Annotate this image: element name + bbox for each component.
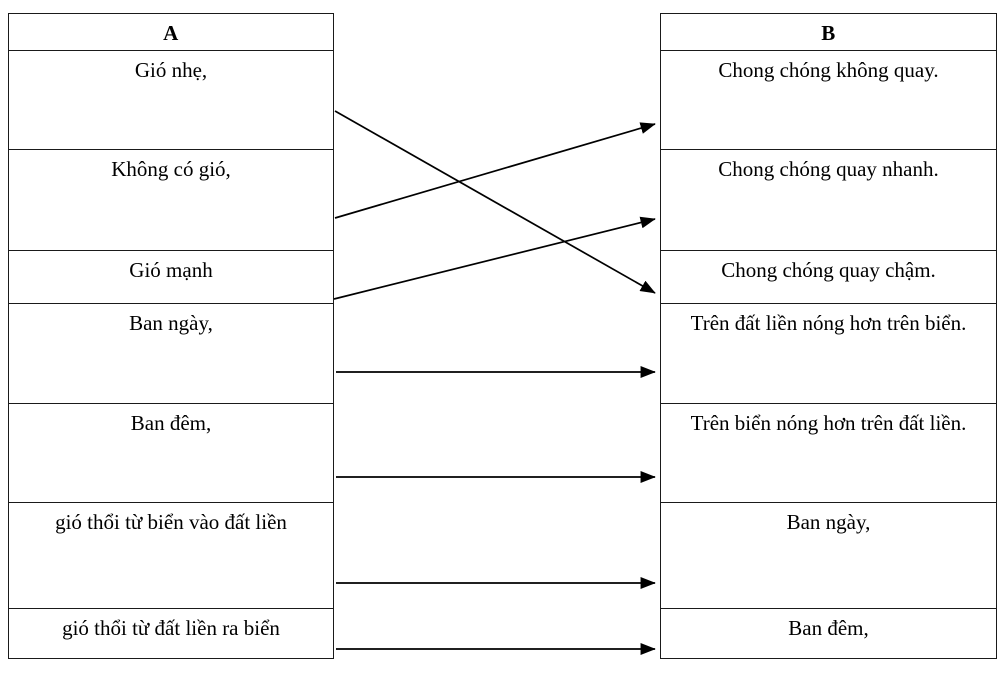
column-a-cell-a4[interactable]: Ban ngày, — [8, 302, 334, 404]
table-row: Không có gió, — [8, 148, 334, 251]
column-a-cell-a3[interactable]: Gió mạnh — [8, 249, 334, 304]
table-row-header-a: A — [8, 13, 334, 51]
column-a-cell-text: Ban ngày, — [129, 310, 213, 335]
table-row: Gió nhẹ, — [8, 49, 334, 150]
column-a-cell-a7[interactable]: gió thổi từ đất liền ra biển — [8, 607, 334, 659]
table-row: Ban ngày, — [660, 501, 997, 609]
column-b-cell-text: Trên đất liền nóng hơn trên biển. — [690, 310, 967, 335]
table-row: Chong chóng không quay. — [660, 49, 997, 150]
connection-arrow-a3-to-b2[interactable] — [333, 216, 656, 300]
column-b-cell-b3[interactable]: Chong chóng quay chậm. — [660, 249, 997, 304]
connection-arrow-a1-to-b3[interactable] — [334, 110, 656, 294]
connection-arrow-a2-to-b1[interactable] — [334, 122, 656, 219]
table-row: Ban ngày, — [8, 302, 334, 404]
column-a-cell-text: Ban đêm, — [130, 410, 212, 435]
column-b-cell-text: Chong chóng quay nhanh. — [718, 156, 939, 181]
column-b-cell-b4[interactable]: Trên đất liền nóng hơn trên biển. — [660, 302, 997, 404]
table-row: Gió mạnh — [8, 249, 334, 304]
column-a-cell-text: Gió mạnh — [129, 257, 213, 282]
table-row: Chong chóng quay nhanh. — [660, 148, 997, 251]
column-a-cell-a1[interactable]: Gió nhẹ, — [8, 49, 334, 150]
table-row: Trên biển nóng hơn trên đất liền. — [660, 402, 997, 503]
table-row: gió thổi từ đất liền ra biển — [8, 607, 334, 659]
column-b-cell-b6[interactable]: Ban ngày, — [660, 501, 997, 609]
column-a-cell-text: Gió nhẹ, — [134, 57, 208, 82]
column-b-cell-text: Ban ngày, — [786, 509, 871, 534]
column-b-table: B Chong chóng không quay. Chong chóng qua… — [660, 13, 997, 659]
table-row: Ban đêm, — [8, 402, 334, 503]
column-b-cell-b1[interactable]: Chong chóng không quay. — [660, 49, 997, 150]
column-a-cell-a2[interactable]: Không có gió, — [8, 148, 334, 251]
column-b-cell-text: Chong chóng quay chậm. — [721, 257, 936, 282]
table-row: Chong chóng quay chậm. — [660, 249, 997, 304]
table-row: gió thổi từ biển vào đất liền — [8, 501, 334, 609]
column-b-cell-text: Trên biển nóng hơn trên đất liền. — [690, 410, 967, 435]
column-b-cell-b2[interactable]: Chong chóng quay nhanh. — [660, 148, 997, 251]
column-a-header: A — [8, 13, 334, 51]
column-b-cell-text: Chong chóng không quay. — [718, 57, 939, 82]
table-row-header-b: B — [660, 13, 997, 51]
column-b-cell-b7[interactable]: Ban đêm, — [660, 607, 997, 659]
table-row: Ban đêm, — [660, 607, 997, 659]
table-row: Trên đất liền nóng hơn trên biển. — [660, 302, 997, 404]
column-b-header: B — [660, 13, 997, 51]
column-b-cell-text: Ban đêm, — [788, 615, 869, 640]
column-a-cell-a5[interactable]: Ban đêm, — [8, 402, 334, 503]
column-a-cell-a6[interactable]: gió thổi từ biển vào đất liền — [8, 501, 334, 609]
column-a-cell-text: gió thổi từ đất liền ra biển — [62, 615, 280, 640]
column-a-cell-text: gió thổi từ biển vào đất liền — [55, 509, 287, 534]
column-b-cell-b5[interactable]: Trên biển nóng hơn trên đất liền. — [660, 402, 997, 503]
column-a-cell-text: Không có gió, — [111, 156, 231, 181]
